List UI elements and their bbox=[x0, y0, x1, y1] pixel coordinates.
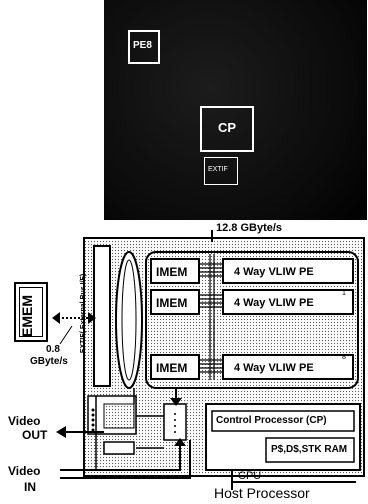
control-processor-label: Control Processor (CP) bbox=[216, 415, 327, 426]
internal-bus bbox=[116, 252, 142, 388]
bandwidth-top-label: 12.8 GByte/s bbox=[216, 222, 282, 234]
pe-row: IMEM 4 Way VLIW PE 1 bbox=[150, 289, 356, 315]
emem-label: EMEM bbox=[19, 295, 35, 337]
cp-ram-label: P$,D$,STK RAM bbox=[271, 444, 347, 455]
vliw-pe-label: 4 Way VLIW PE bbox=[234, 362, 314, 374]
imem-label: IMEM bbox=[156, 265, 187, 279]
vliw-pe-label: 4 Way VLIW PE bbox=[234, 297, 314, 309]
video-fifo-block bbox=[104, 442, 134, 454]
emem-box: EMEM bbox=[14, 282, 48, 342]
imem-box: IMEM bbox=[150, 258, 200, 284]
pe-index-mark: 8 bbox=[342, 354, 346, 361]
video-out-label-1: Video bbox=[8, 414, 40, 428]
pe-index-mark: 1 bbox=[342, 290, 346, 297]
imem-box: IMEM bbox=[150, 289, 200, 315]
pe-row: IMEM 4 Way VLIW PE bbox=[150, 258, 356, 284]
imem-box: IMEM bbox=[150, 354, 200, 380]
vliw-pe-box: 4 Way VLIW PE 1 bbox=[222, 289, 354, 315]
vliw-pe-box: 4 Way VLIW PE 8 bbox=[222, 354, 354, 380]
extif-column bbox=[94, 246, 110, 386]
vliw-pe-label: 4 Way VLIW PE bbox=[234, 266, 314, 278]
bandwidth-left-value: 0.8 bbox=[46, 344, 60, 355]
host-processor-label: Host Processor bbox=[214, 485, 310, 501]
video-in-label-1: Video bbox=[8, 464, 40, 478]
extif-vertical-label: EXTIF( External Bus I/F) bbox=[80, 274, 87, 353]
pe-row: IMEM 4 Way VLIW PE 8 bbox=[150, 354, 356, 380]
cpu-label: CPU bbox=[238, 470, 261, 482]
vliw-pe-box: 4 Way VLIW PE bbox=[222, 258, 354, 284]
cp-bridge-block bbox=[164, 404, 186, 440]
emem-inner: EMEM bbox=[19, 287, 43, 337]
bandwidth-left-unit: GByte/s bbox=[30, 356, 68, 367]
video-in-label-2: IN bbox=[24, 480, 36, 494]
video-out-label-2: OUT bbox=[22, 428, 47, 442]
imem-label: IMEM bbox=[156, 361, 187, 375]
imem-label: IMEM bbox=[156, 296, 187, 310]
